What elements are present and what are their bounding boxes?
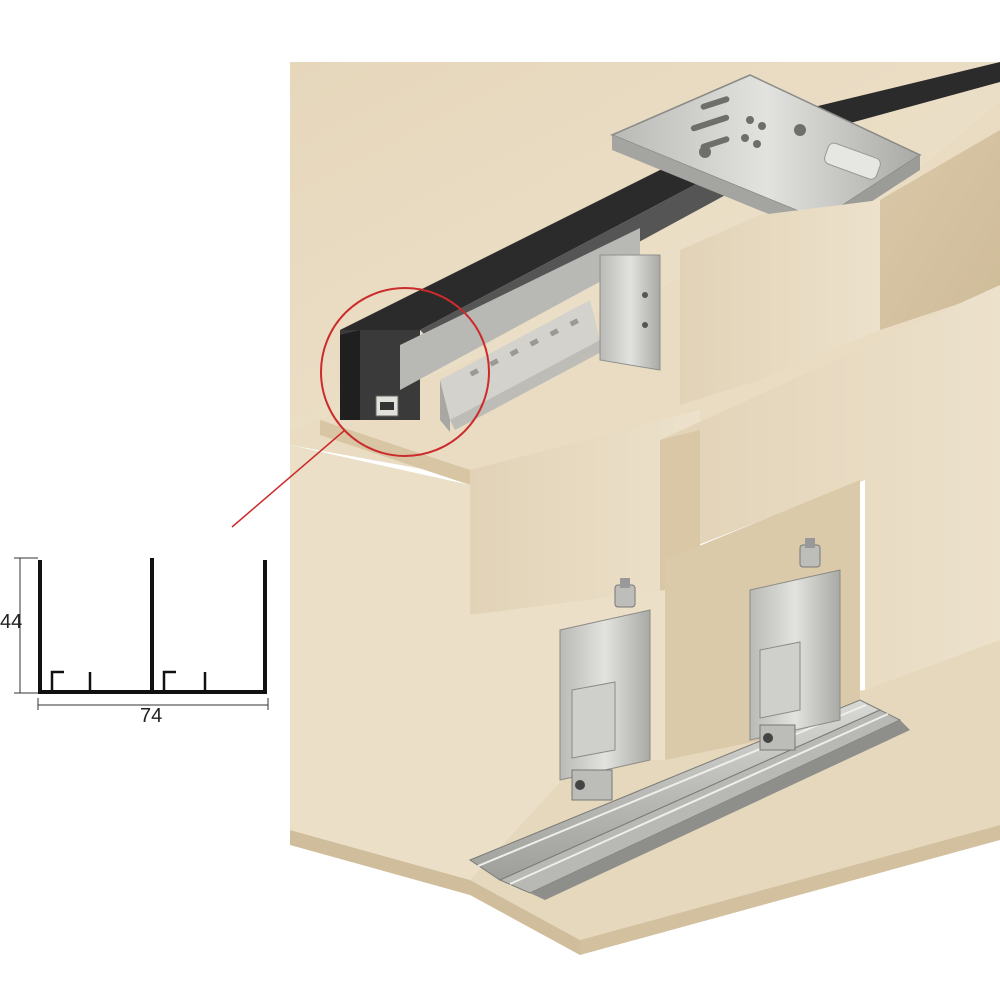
door-panels xyxy=(290,130,1000,955)
profile-right-guide xyxy=(162,670,176,692)
magnifier-circle-icon xyxy=(320,287,490,457)
bottom-roller-hanger-left xyxy=(559,578,651,801)
height-dimension-label: 44 xyxy=(0,611,22,633)
plate-slots xyxy=(690,96,806,158)
top-rail-channel xyxy=(340,62,1000,420)
detail-callout xyxy=(231,287,490,528)
callout-leader-line xyxy=(231,429,346,528)
dimension-lines xyxy=(14,557,269,710)
width-dimension-label: 74 xyxy=(140,705,162,727)
rail-profile-cross-section xyxy=(38,558,267,694)
bottom-roller-hanger-right xyxy=(749,538,841,751)
top-mounting-plate xyxy=(610,74,922,235)
carriage-vent-holes xyxy=(469,318,579,377)
top-guide-carriage xyxy=(375,300,605,432)
profile-left-guide xyxy=(50,670,64,692)
